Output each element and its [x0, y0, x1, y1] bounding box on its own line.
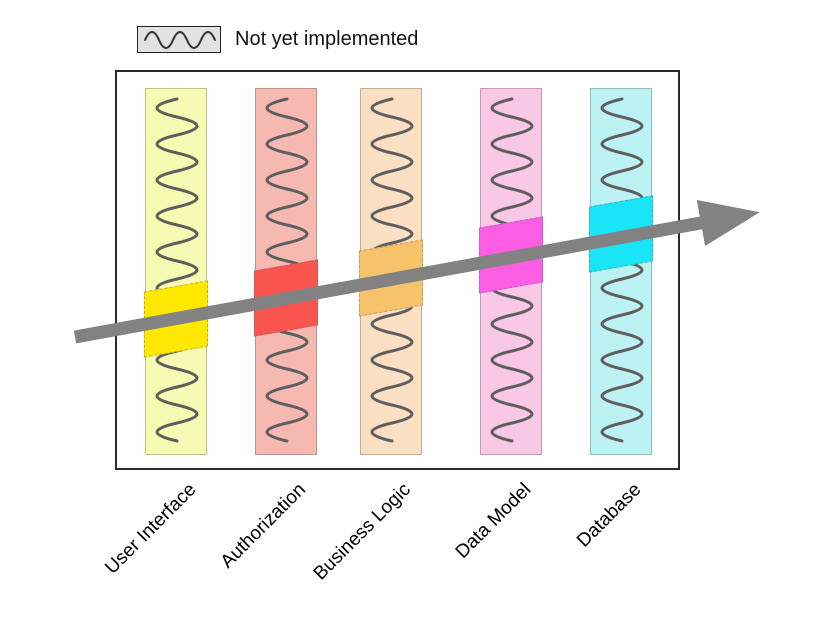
bar-business-logic — [359, 88, 423, 455]
wave-pattern-icon — [144, 30, 216, 49]
implemented-segment — [479, 216, 543, 294]
legend-label: Not yet implemented — [235, 28, 419, 50]
implemented-segment — [254, 259, 318, 337]
wave-pattern-icon — [600, 97, 644, 443]
implemented-segment — [144, 280, 208, 358]
bar-database — [589, 88, 653, 455]
bar-label-business-logic: Business Logic — [309, 479, 416, 585]
bar-label-user-interface: User Interface — [100, 479, 201, 579]
legend: Not yet implemented — [137, 26, 418, 53]
implemented-segment — [359, 239, 423, 317]
bar-data-model — [479, 88, 543, 455]
wave-pattern-icon — [155, 97, 199, 443]
bar-authorization — [254, 88, 318, 455]
implemented-segment — [589, 195, 653, 273]
bar-user-interface — [144, 88, 208, 455]
bar-label-database: Database — [572, 479, 646, 552]
bar-label-data-model: Data Model — [451, 479, 536, 563]
bar-label-authorization: Authorization — [216, 479, 311, 573]
legend-swatch — [137, 26, 221, 53]
